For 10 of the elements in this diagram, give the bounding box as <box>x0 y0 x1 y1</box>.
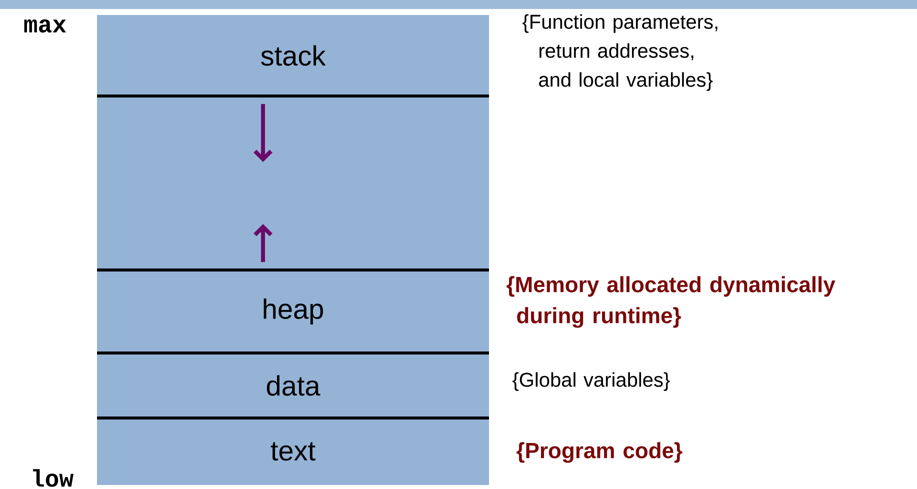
memory-segment: stack <box>97 15 489 96</box>
memory-segment: heap <box>97 270 489 353</box>
address-label: max <box>24 19 66 33</box>
memory-segment: text <box>97 418 489 485</box>
annotation-text: {Global variables} <box>512 372 670 391</box>
annotation-text: {Function parameters, return addresses, and local variables} <box>522 14 718 91</box>
annotation-text: {Memory allocated dynamically during runtime} <box>506 276 836 328</box>
address-label: low <box>33 469 74 487</box>
memory-segment: data <box>97 353 489 418</box>
annotation-text: {Program code} <box>516 442 682 463</box>
